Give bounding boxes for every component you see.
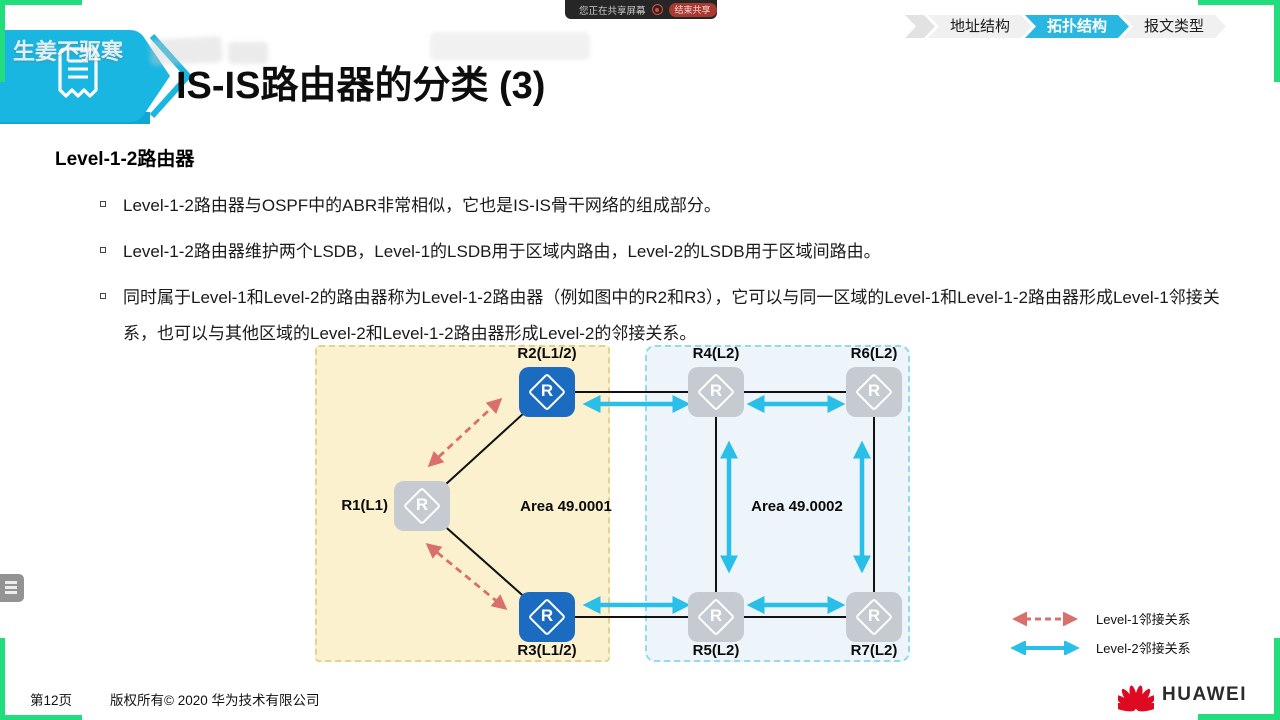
bullet-item: Level-1-2路由器维护两个LSDB，Level-1的LSDB用于区域内路由… <box>100 234 1240 270</box>
level1-arrow-icon <box>1012 611 1078 626</box>
watermark-logo <box>149 36 223 66</box>
breadcrumb-item-packet: 报文类型 <box>1122 15 1226 38</box>
share-frame-top-left-h <box>0 0 82 5</box>
level2-arrow-icon <box>1010 640 1080 655</box>
router-label-r3: R3(L1/2) <box>517 642 577 659</box>
breadcrumb-item-address: 地址结构 <box>928 15 1032 38</box>
topology-diagram: R R R R R R R R2(L1/2) R4(L2) R6(L2) R1(… <box>300 340 940 670</box>
toolbar-handle[interactable] <box>0 574 24 602</box>
hamburger-icon <box>5 581 17 584</box>
bullet-text: 同时属于Level-1和Level-2的路由器称为Level-1-2路由器（例如… <box>123 288 1220 343</box>
router-node-r7: R <box>846 592 902 642</box>
router-letter: R <box>415 495 429 515</box>
area-label-49-0001: Area 49.0001 <box>520 498 612 515</box>
bullet-list: Level-1-2路由器与OSPF中的ABR非常相似，它也是IS-IS骨干网络的… <box>100 188 1240 362</box>
router-letter: R <box>709 381 723 401</box>
share-frame-bottom-left-h <box>0 715 82 720</box>
bullet-marker <box>100 201 106 207</box>
router-letter: R <box>540 606 554 626</box>
router-label-r2: R2(L1/2) <box>517 345 577 362</box>
hamburger-icon <box>5 591 17 594</box>
share-frame-top-right-h <box>1198 0 1280 5</box>
router-label-r6: R6(L2) <box>850 345 898 362</box>
router-node-r1: R <box>394 481 450 531</box>
router-label-r5: R5(L2) <box>692 642 740 659</box>
router-node-r5: R <box>688 592 744 642</box>
screen-share-bar: 您正在共享屏幕 结束共享 <box>565 0 717 19</box>
router-node-r6: R <box>846 367 902 417</box>
bullet-item: Level-1-2路由器与OSPF中的ABR非常相似，它也是IS-IS骨干网络的… <box>100 188 1240 224</box>
legend-level1: Level-1邻接关系 <box>1008 609 1191 628</box>
legend-level2-label: Level-2邻接关系 <box>1096 641 1191 656</box>
huawei-logo: HUAWEI <box>1118 678 1247 712</box>
router-label-r1: R1(L1) <box>341 497 388 514</box>
share-frame-bottom-right-v <box>1274 638 1280 720</box>
page-title: IS-IS路由器的分类 (3) <box>176 65 546 107</box>
legend-level2: Level-2邻接关系 <box>1008 638 1191 657</box>
share-frame-top-left-v <box>0 0 5 82</box>
huawei-flower-icon <box>1118 685 1154 712</box>
end-share-button[interactable]: 结束共享 <box>668 2 717 17</box>
breadcrumb: 地址结构 拓扑结构 报文类型 <box>905 15 1226 38</box>
record-icon[interactable] <box>651 4 663 15</box>
title-banner <box>0 30 193 122</box>
router-node-r4: R <box>688 367 744 417</box>
router-letter: R <box>540 381 554 401</box>
router-letter: R <box>867 606 881 626</box>
watermark-text: 生姜不驱寒 <box>13 39 124 64</box>
router-label-r7: R7(L2) <box>850 642 898 659</box>
share-frame-bottom-left-v <box>0 638 5 720</box>
legend-level1-label: Level-1邻接关系 <box>1096 612 1191 627</box>
router-node-r3: R <box>519 592 575 642</box>
router-letter: R <box>867 381 881 401</box>
share-frame-top-right-v <box>1274 0 1280 82</box>
copyright-text: 版权所有© 2020 华为技术有限公司 <box>110 693 320 708</box>
breadcrumb-item-topology-active: 拓扑结构 <box>1025 15 1129 38</box>
watermark-logo <box>228 42 268 64</box>
hamburger-icon <box>5 586 17 589</box>
section-heading: Level-1-2路由器 <box>55 149 195 170</box>
router-node-r2: R <box>519 367 575 417</box>
share-status-text: 您正在共享屏幕 <box>579 5 646 17</box>
bullet-marker <box>100 293 106 299</box>
huawei-brand-text: HUAWEI <box>1162 684 1247 705</box>
bullet-text: Level-1-2路由器与OSPF中的ABR非常相似，它也是IS-IS骨干网络的… <box>123 196 721 215</box>
watermark-logo <box>430 32 590 60</box>
router-label-r4: R4(L2) <box>692 345 740 362</box>
breadcrumb-leading-chevron <box>905 15 935 38</box>
page-number: 第12页 <box>30 693 73 708</box>
router-letter: R <box>709 606 723 626</box>
area-label-49-0002: Area 49.0002 <box>751 498 843 515</box>
share-frame-bottom-right-h <box>1198 714 1280 720</box>
bullet-marker <box>100 247 106 253</box>
document-icon <box>58 47 98 98</box>
bullet-item: 同时属于Level-1和Level-2的路由器称为Level-1-2路由器（例如… <box>100 280 1240 352</box>
bullet-text: Level-1-2路由器维护两个LSDB，Level-1的LSDB用于区域内路由… <box>123 242 881 261</box>
